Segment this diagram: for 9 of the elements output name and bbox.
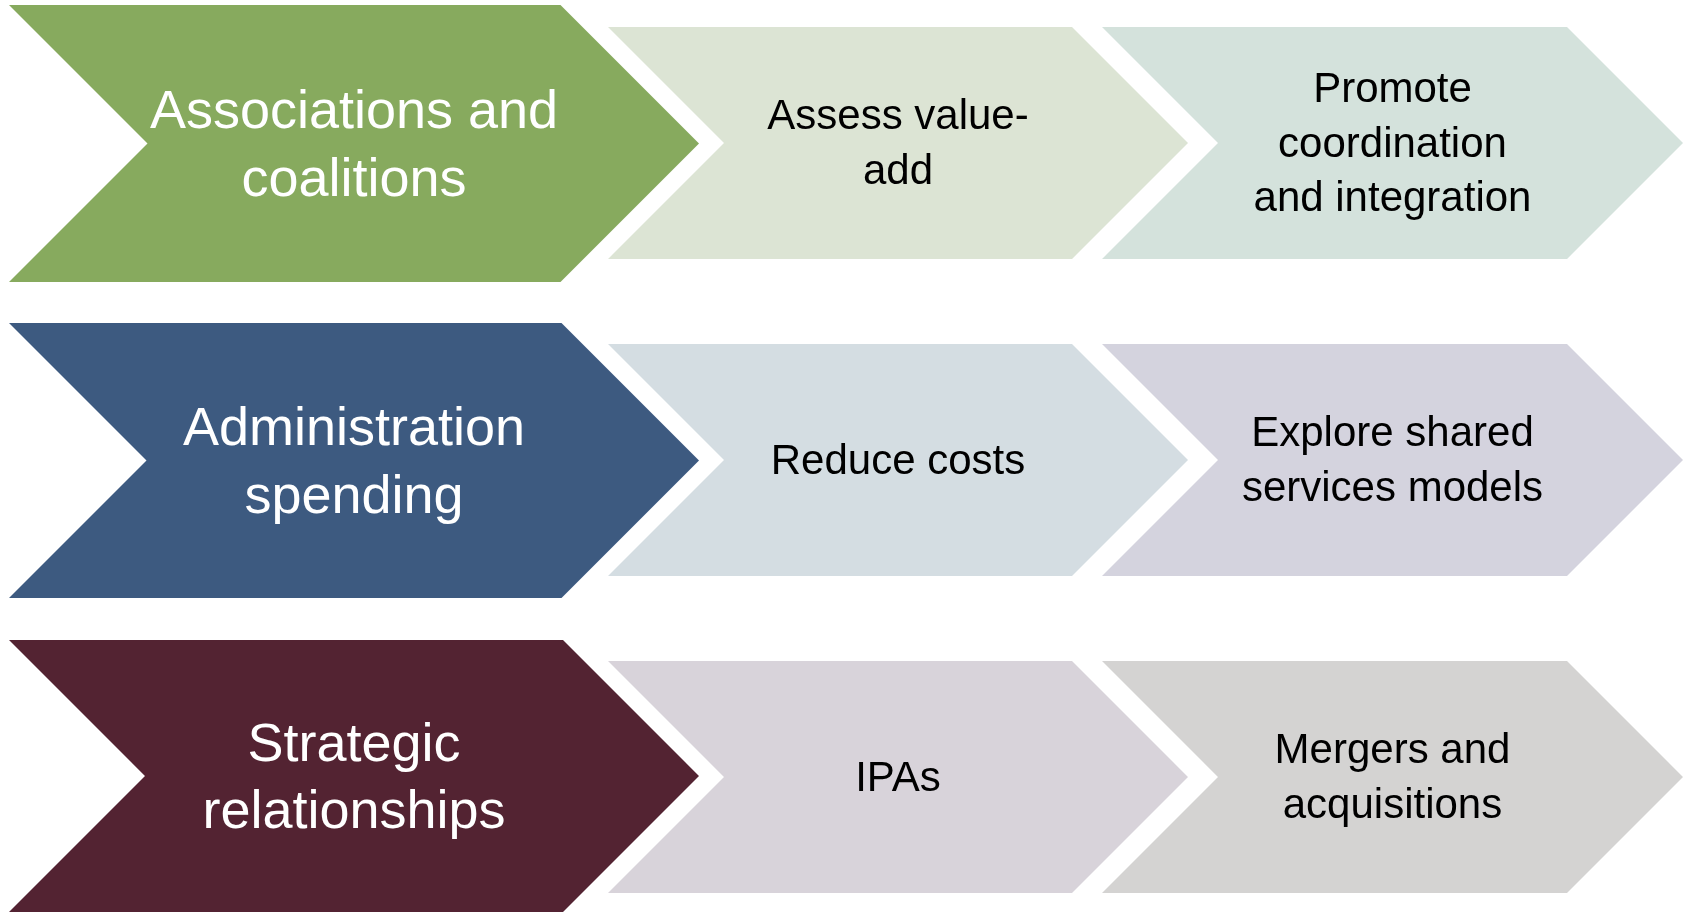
chevron-label: Strategic relationships	[201, 710, 507, 841]
chevron-label: IPAs	[855, 751, 941, 802]
chevron-label: Associations and coalitions	[148, 78, 560, 209]
chevron-label: Assess value-add	[766, 90, 1030, 195]
chevron-label: Reduce costs	[770, 434, 1026, 485]
chevron-label: Promote coordination and integration	[1252, 63, 1533, 223]
chevron-label: Mergers and acquisitions	[1273, 724, 1512, 829]
chevron-label: Administration spending	[181, 395, 527, 526]
chevron-label: Explore shared services models	[1240, 407, 1545, 512]
